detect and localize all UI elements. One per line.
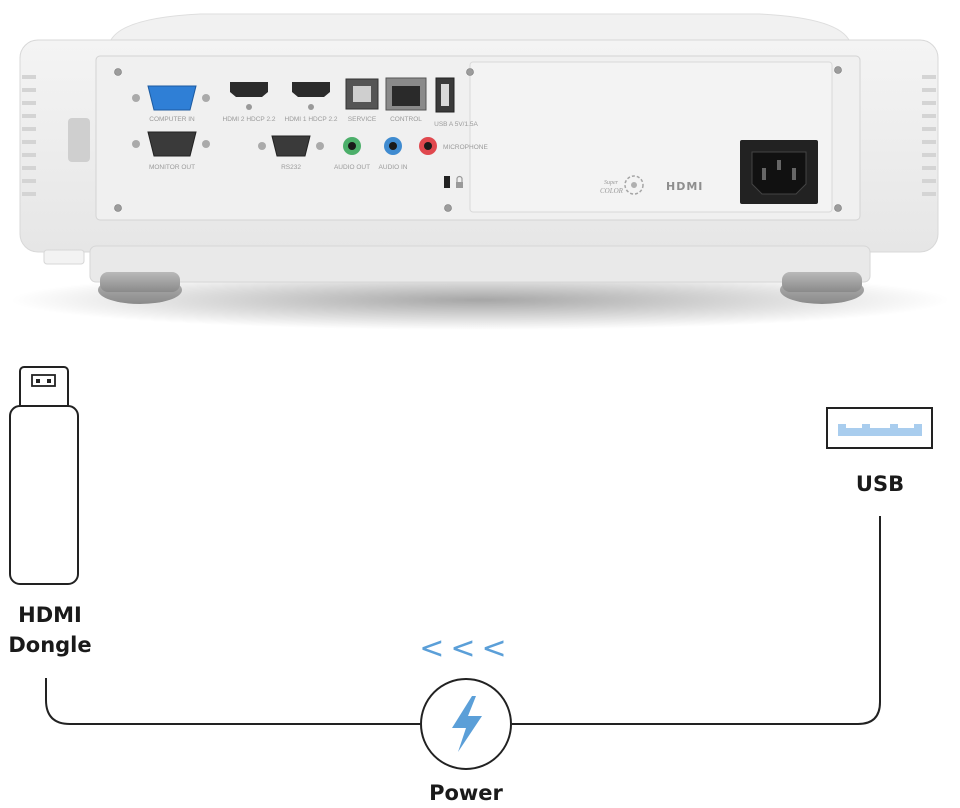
kensington-lock-icon	[444, 175, 463, 188]
label-monitor-out: MONITOR OUT	[149, 164, 195, 171]
side-handle	[68, 118, 90, 162]
label-service: SERVICE	[348, 116, 377, 123]
label-audio-in: AUDIO IN	[379, 164, 408, 171]
power-cable-line	[45, 516, 881, 725]
hdmi-dongle-icon	[9, 366, 79, 585]
power-bolt-icon	[420, 678, 512, 770]
usb-label: USB	[855, 472, 905, 496]
right-vent	[922, 75, 936, 196]
label-audio-out: AUDIO OUT	[334, 164, 370, 171]
panel-screws	[114, 66, 842, 212]
hdmi-dongle-label-line2: Dongle	[8, 633, 92, 657]
usb-port-icon	[826, 407, 933, 449]
power-label: Power	[429, 781, 503, 805]
audio-in-jack: AUDIO IN	[379, 137, 408, 171]
direction-arrows: <<<	[419, 631, 512, 666]
projector-base	[89, 245, 871, 283]
vga-computer-in-port: COMPUTER IN	[132, 85, 210, 123]
projector: COMPUTER IN MONITOR OUT HDMI 2 HDCP 2.2 …	[10, 13, 950, 330]
hdmi2-port: HDMI 2 HDCP 2.2	[223, 82, 276, 123]
service-usb-b-port: SERVICE	[345, 78, 379, 123]
label-control: CONTROL	[390, 116, 422, 123]
hdmi1-port: HDMI 1 HDCP 2.2	[285, 82, 338, 123]
audio-out-jack: AUDIO OUT	[334, 137, 370, 171]
usb-a-port: USB A 5V/1.5A	[434, 77, 479, 128]
label-hdmi1: HDMI 1 HDCP 2.2	[285, 116, 338, 123]
hdmi-dongle-label-line1: HDMI	[18, 603, 82, 627]
left-vent	[22, 75, 36, 196]
right-foot	[780, 272, 864, 304]
label-microphone: MICROPHONE	[443, 144, 488, 151]
projector-clip	[43, 249, 85, 265]
microphone-jack: MICROPHONE	[419, 137, 488, 155]
vga-monitor-out-port: MONITOR OUT	[132, 131, 210, 171]
ac-power-inlet	[740, 140, 818, 204]
projector-shadow	[10, 270, 950, 330]
control-rj45-port: CONTROL	[385, 77, 427, 123]
label-rs232: RS232	[281, 164, 301, 171]
label-usb-a: USB A 5V/1.5A	[434, 121, 478, 128]
left-foot	[98, 272, 182, 304]
hdmi-logo: HDMI	[666, 180, 703, 193]
supercolor-logo-line2: COLOR	[600, 187, 624, 195]
hdmi-dongle-label: HDMI Dongle	[0, 600, 110, 660]
projector-top	[109, 13, 851, 43]
rs232-port: RS232	[258, 135, 324, 171]
supercolor-logo-line1: Super	[604, 180, 619, 186]
supercolor-logo: Super COLOR	[600, 175, 644, 195]
label-computer-in: COMPUTER IN	[149, 116, 195, 123]
label-hdmi2: HDMI 2 HDCP 2.2	[223, 116, 276, 123]
